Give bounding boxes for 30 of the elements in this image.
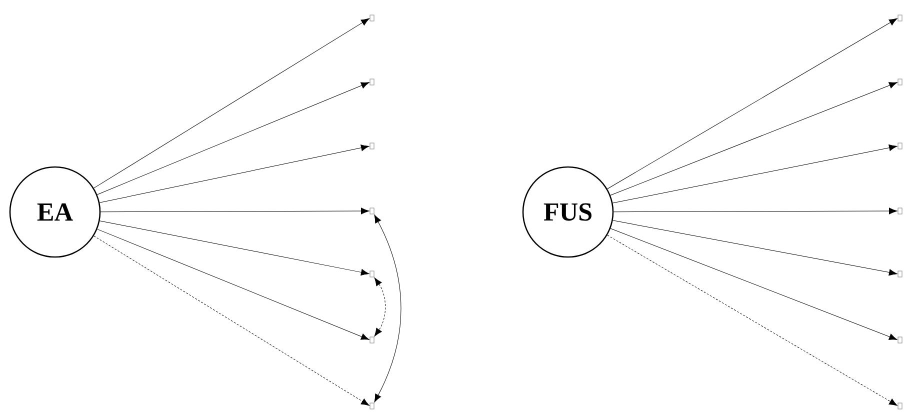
indicator-box (370, 14, 374, 22)
path-arrow (612, 144, 898, 204)
path-arrow (607, 18, 898, 190)
path-arrow (610, 82, 898, 196)
path-arrow (97, 228, 370, 340)
indicator-box (898, 142, 902, 150)
indicator-box (898, 14, 902, 22)
indicator-box (898, 270, 902, 278)
path-arrow (96, 82, 370, 195)
indicator-box (370, 270, 374, 278)
path-arrow (607, 234, 898, 406)
indicator-box (898, 208, 902, 214)
path-arrow (99, 144, 370, 203)
path-arrow (612, 220, 898, 276)
indicator-box (370, 142, 374, 150)
covariance-arrow (374, 278, 386, 336)
indicator-box (898, 336, 902, 344)
path-arrow (94, 18, 370, 188)
indicator-box (898, 78, 902, 86)
indicator-box (370, 208, 374, 214)
path-arrow (610, 228, 898, 340)
path-arrow (100, 220, 370, 276)
indicator-box (370, 402, 374, 410)
path-arrow (100, 208, 370, 214)
indicator-box (370, 336, 374, 344)
indicator-box (898, 402, 902, 410)
indicator-box (370, 78, 374, 86)
path-arrow (94, 236, 370, 406)
path-arrow (613, 208, 898, 214)
covariance-arrow (374, 214, 402, 402)
